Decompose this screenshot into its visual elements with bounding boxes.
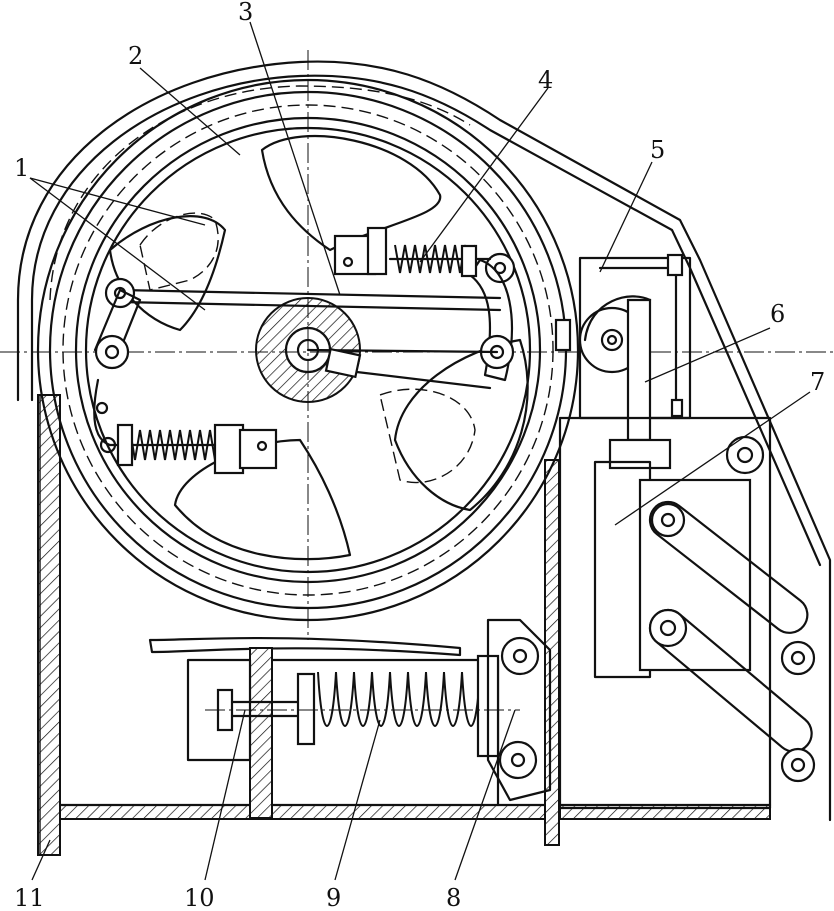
callout-8: 8	[446, 884, 461, 911]
callout-9: 9	[326, 884, 341, 911]
callout-1: 1	[14, 154, 29, 182]
callout-10: 10	[184, 884, 215, 911]
toggle-links	[648, 500, 816, 783]
callout-3: 3	[238, 0, 253, 26]
pawls	[139, 212, 476, 484]
callout-2: 2	[128, 42, 143, 70]
callout-7: 7	[810, 368, 825, 396]
leader-lines	[29, 21, 811, 881]
upper-spring	[333, 226, 492, 278]
latch-assembly	[554, 253, 692, 470]
callout-6: 6	[770, 300, 785, 328]
lower-left-spring	[108, 423, 278, 475]
upper-link	[104, 252, 516, 312]
callout-labels: 1 2 3 4 5 6 7 8 9 10 11	[14, 0, 825, 911]
left-wall	[37, 394, 61, 856]
housing	[16, 60, 832, 822]
hub-link	[306, 347, 499, 390]
callout-4: 4	[538, 66, 553, 94]
callout-5: 5	[650, 136, 665, 164]
lower-bracket	[148, 618, 552, 819]
left-lever	[93, 288, 142, 454]
callout-11: 11	[14, 884, 45, 911]
inner-wall	[544, 459, 560, 846]
